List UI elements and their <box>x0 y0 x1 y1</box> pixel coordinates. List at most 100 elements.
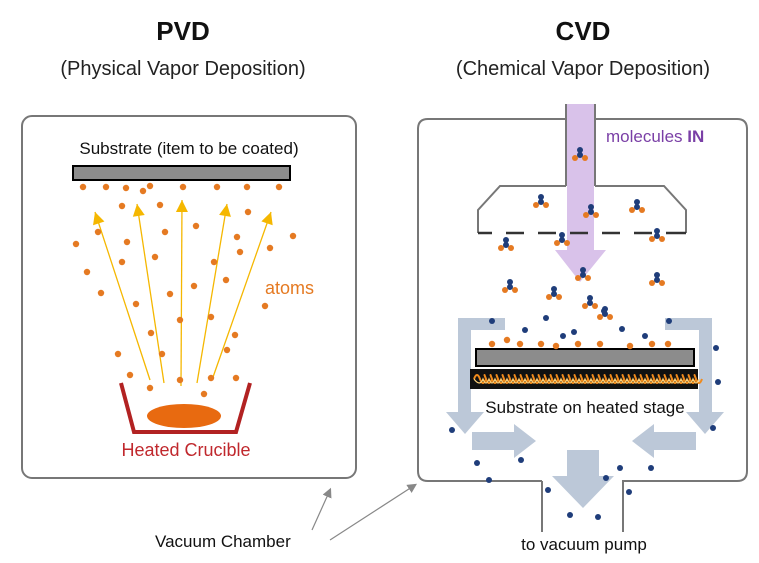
atom <box>236 248 244 256</box>
molecule-core-atom <box>577 147 583 153</box>
molecule-center-atom <box>654 233 660 239</box>
molecule-core-atom <box>654 228 660 234</box>
molecule-ligand-atom <box>572 155 578 161</box>
atom <box>132 300 140 308</box>
atom <box>233 233 241 241</box>
atom <box>179 183 187 191</box>
precursor-molecule <box>582 295 598 309</box>
atom <box>97 289 105 297</box>
pvd-atoms <box>72 182 297 398</box>
atom <box>266 244 274 252</box>
atom <box>146 384 154 392</box>
molecule-center-atom <box>551 291 557 297</box>
atom <box>114 350 122 358</box>
atom <box>232 374 240 382</box>
atom <box>118 202 126 210</box>
atom <box>123 238 131 246</box>
chamber-pointer-left <box>311 487 332 531</box>
deposited-atom <box>552 342 560 350</box>
byproduct-dot <box>710 425 716 431</box>
showerhead <box>477 185 687 233</box>
deposited-atom <box>648 340 656 348</box>
pvd-vacuum-chamber <box>21 115 357 479</box>
precursor-molecule <box>502 279 518 293</box>
vapor-arrow-shaft <box>180 199 183 387</box>
chamber-pointer-right <box>329 483 418 541</box>
flow-arrow-left <box>446 318 505 434</box>
atom <box>156 201 164 209</box>
molecules-in-text: molecules <box>606 127 687 146</box>
byproduct-dot <box>522 327 528 333</box>
molecule-core-atom <box>580 267 586 273</box>
molecule-ligand-atom <box>585 275 591 281</box>
flow-arrow-bottom-left <box>472 424 536 458</box>
byproduct-dot <box>603 475 609 481</box>
precursor-molecule <box>498 237 514 251</box>
molecule-center-atom <box>634 204 640 210</box>
molecules-in-emphasis: IN <box>687 127 704 146</box>
byproduct-dot <box>642 333 648 339</box>
atom <box>190 282 198 290</box>
pvd-atoms-label: atoms <box>265 278 314 298</box>
molecule-ligand-atom <box>583 212 589 218</box>
molecule-center-atom <box>654 277 660 283</box>
byproduct-dot <box>486 477 492 483</box>
flow-arrow-bottom-right <box>632 424 696 458</box>
byproduct-dot <box>617 465 623 471</box>
cvd-title: CVD <box>556 16 611 46</box>
flow-arrow-down <box>552 450 614 508</box>
flow-arrow-right <box>665 318 724 434</box>
atom <box>200 390 208 398</box>
molecule-ligand-atom <box>546 294 552 300</box>
byproduct-dot <box>560 333 566 339</box>
atom <box>210 258 218 266</box>
molecule-core-atom <box>551 286 557 292</box>
vacuum-chamber-label: Vacuum Chamber <box>155 532 291 551</box>
deposited-atom <box>516 340 524 348</box>
molecule-ligand-atom <box>512 287 518 293</box>
deposited-atom <box>574 340 582 348</box>
molecule-center-atom <box>538 199 544 205</box>
vapor-arrowhead <box>219 204 231 217</box>
atom <box>275 183 283 191</box>
molecule-core-atom <box>634 199 640 205</box>
cvd-subtitle: (Chemical Vapor Deposition) <box>456 58 710 80</box>
molecule-ligand-atom <box>629 207 635 213</box>
atom <box>223 346 231 354</box>
molten-source <box>147 404 221 428</box>
molecule-ligand-atom <box>639 207 645 213</box>
byproduct-dot <box>715 379 721 385</box>
byproduct-dot <box>449 427 455 433</box>
atom <box>158 350 166 358</box>
molecule-ligand-atom <box>575 275 581 281</box>
atom <box>192 222 200 230</box>
byproduct-molecules <box>449 308 721 520</box>
atom <box>72 240 80 248</box>
deposited-atom <box>488 340 496 348</box>
deposited-atom <box>596 340 604 348</box>
molecule-center-atom <box>580 272 586 278</box>
atom <box>222 276 230 284</box>
vapor-arrowhead <box>132 204 145 217</box>
pvd-substrate-label: Substrate (item to be coated) <box>79 139 298 158</box>
pvd-subtitle: (Physical Vapor Deposition) <box>60 58 305 80</box>
atom <box>94 228 102 236</box>
molecule-ligand-atom <box>659 236 665 242</box>
molecule-ligand-atom <box>564 240 570 246</box>
deposited-atoms <box>488 336 672 350</box>
precursor-molecule <box>546 286 562 300</box>
byproduct-dot <box>567 512 573 518</box>
molecule-ligand-atom <box>556 294 562 300</box>
molecule-ligand-atom <box>659 280 665 286</box>
atom <box>207 374 215 382</box>
precursor-molecule <box>583 204 599 218</box>
atom <box>231 331 239 339</box>
deposited-atom <box>664 340 672 348</box>
byproduct-dot <box>518 457 524 463</box>
pvd-crucible-label: Heated Crucible <box>121 440 250 460</box>
molecule-center-atom <box>507 284 513 290</box>
molecule-ligand-atom <box>582 155 588 161</box>
vapor-arrowhead <box>175 200 188 213</box>
atom <box>161 228 169 236</box>
atom <box>118 258 126 266</box>
